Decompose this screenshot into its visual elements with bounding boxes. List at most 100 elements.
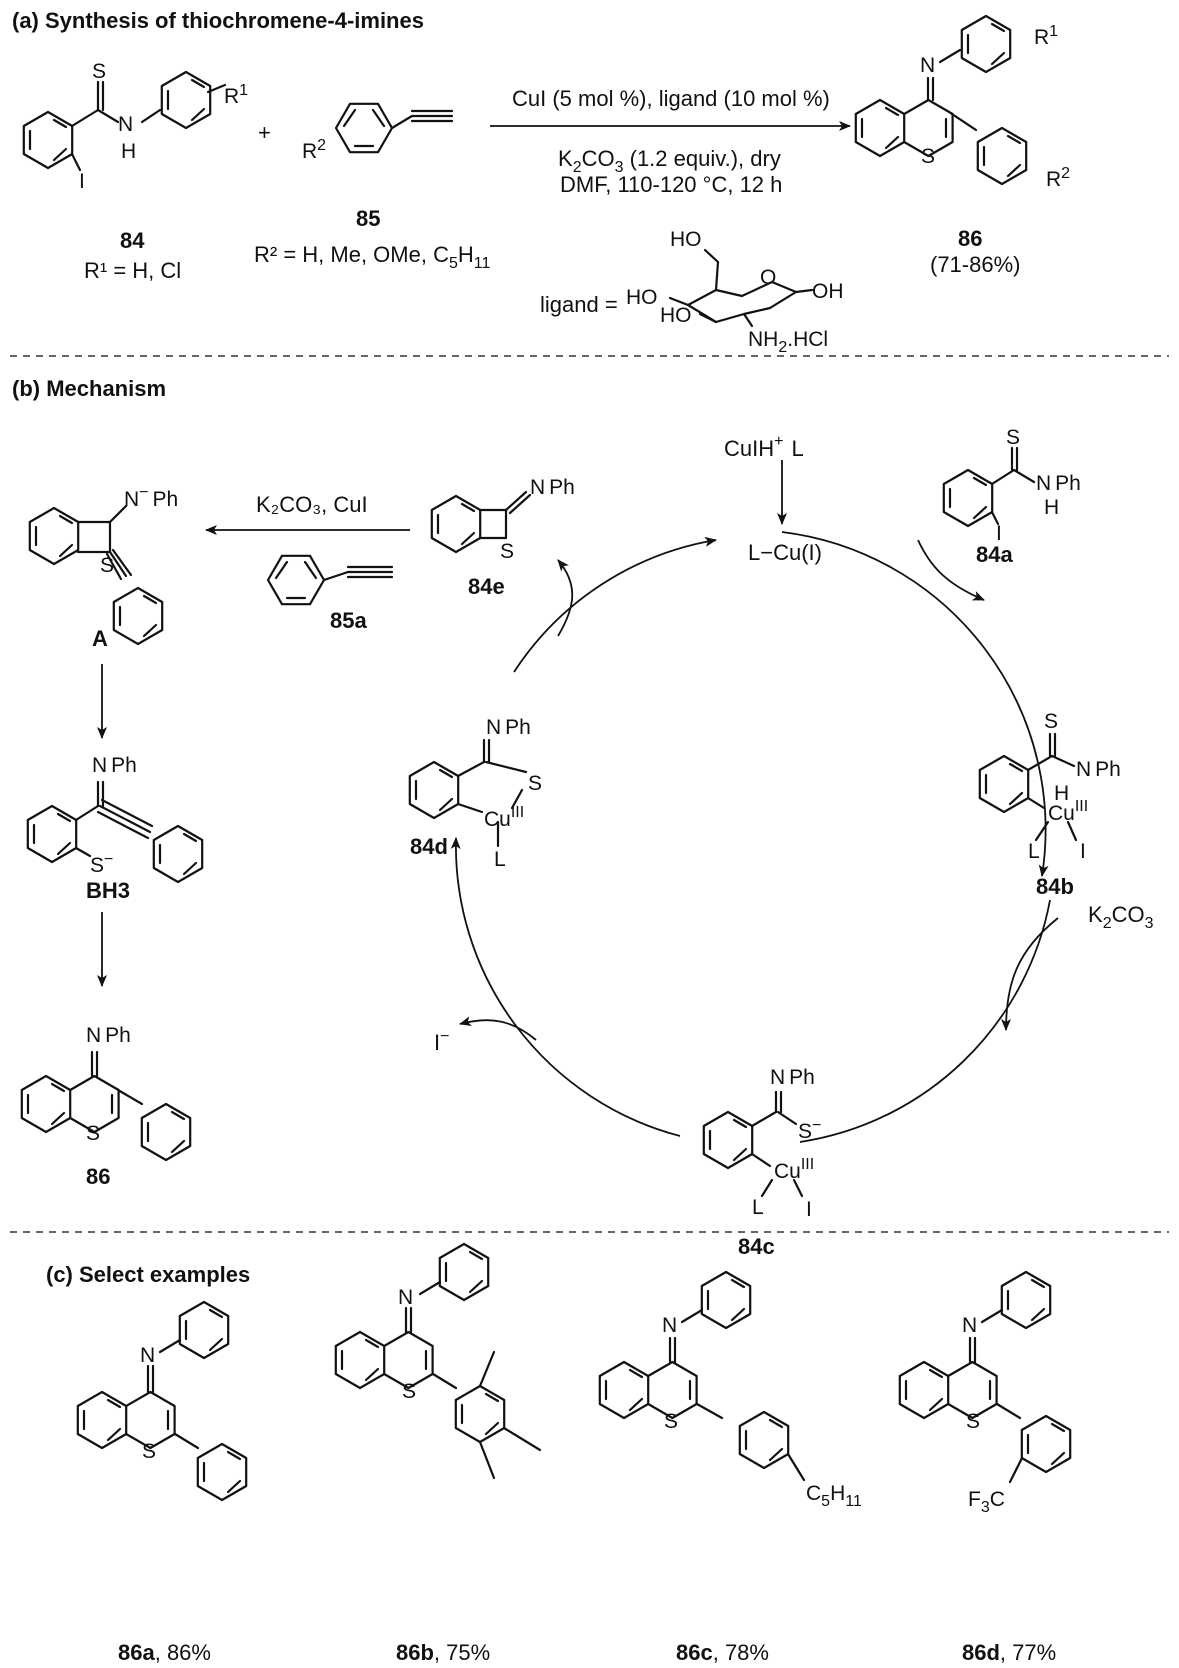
section-c-title: (c) Select examples — [46, 1262, 250, 1287]
84b-atom-s: S — [1044, 710, 1058, 733]
84b-atom-h: H — [1054, 782, 1069, 805]
86a-atom-n: N — [140, 1344, 155, 1367]
compound-A-structure — [28, 504, 164, 646]
84c-atom-cu: CuIII — [774, 1156, 814, 1183]
atom-i: I — [79, 170, 85, 193]
compound-84d-structure — [408, 738, 528, 848]
compound-85-structure — [334, 102, 454, 154]
compound-85a-structure — [266, 554, 394, 606]
example-86b-caption: 86b, 75% — [396, 1640, 490, 1665]
compound-84c-label: 84c — [738, 1234, 775, 1259]
reagent-line-1: CuI (5 mol %), ligand (10 mol %) — [512, 86, 830, 111]
compound-84b-label: 84b — [1036, 874, 1074, 899]
86c-atom-s: S — [664, 1410, 678, 1433]
compound-A-label: A — [92, 626, 108, 651]
compound-84a-label: 84a — [976, 542, 1013, 567]
compound-84b-structure — [978, 732, 1078, 842]
86c-c5h11: C5H11 — [806, 1482, 862, 1510]
ligand-ring-o: O — [760, 266, 776, 289]
compound-85a-label: 85a — [330, 608, 367, 633]
lcu-label: L−Cu(I) — [748, 540, 822, 565]
compound-84a-structure — [942, 446, 1036, 528]
compound-BH3-structure — [26, 780, 204, 884]
compound-84e-structure — [430, 490, 532, 554]
compound-84-label: 84 — [120, 228, 145, 253]
atom-h: H — [121, 140, 136, 163]
compound-86-label: 86 — [958, 226, 982, 251]
86c-atom-n: N — [662, 1314, 677, 1337]
k2co3-cui-label: K₂CO₃, CuI — [256, 492, 368, 517]
84a-atom-h: H — [1044, 496, 1059, 519]
ligand-oh: OH — [812, 280, 844, 303]
A-atom-n-ph: N−Ph — [124, 484, 178, 511]
ligand-ho-2: HO — [626, 286, 658, 309]
cycle-arc-bottom-right — [799, 899, 1051, 1143]
compound-85-substituents: R² = H, Me, OMe, C5H11 — [254, 242, 490, 272]
section-b-title: (b) Mechanism — [12, 376, 166, 401]
86d-atom-s: S — [966, 1410, 980, 1433]
section-a-title: (a) Synthesis of thiochromene-4-imines — [12, 8, 424, 33]
ligand-nh2-hcl: NH2.HCl — [748, 328, 828, 356]
atom-n: N — [118, 113, 133, 136]
84d-atom-s: S — [528, 772, 542, 795]
k2co3-label: K2CO3 — [1088, 902, 1154, 932]
example-86c-structure — [600, 1270, 806, 1482]
compound-84d-label: 84d — [410, 834, 448, 859]
cuih-label: CuIH+L — [724, 433, 804, 461]
86-atom-s: S — [86, 1122, 100, 1145]
compound-86-mech-label: 86 — [86, 1164, 110, 1189]
product-atom-r2: R2 — [1046, 165, 1070, 191]
example-86d-caption: 86d, 77% — [962, 1640, 1056, 1665]
ligand-ho-3: HO — [660, 304, 692, 327]
84a-atom-s: S — [1006, 426, 1020, 449]
86d-atom-n: N — [962, 1314, 977, 1337]
compound-84-structure — [22, 70, 227, 172]
cycle-arc-right — [781, 531, 1049, 877]
ligand-structure — [668, 248, 814, 328]
compound-BH3-label: BH3 — [86, 878, 130, 903]
compound-84-substituents: R¹ = H, Cl — [84, 258, 181, 283]
example-86c-caption: 86c, 78% — [676, 1640, 769, 1665]
plus-sign: + — [258, 120, 271, 145]
atom-r1: R1 — [224, 82, 248, 108]
atom-r2: R2 — [302, 137, 326, 163]
reagent-line-2: K2CO3 (1.2 equiv.), dry — [558, 146, 781, 176]
atom-s: S — [92, 60, 106, 83]
cycle-arc-top-left — [513, 536, 717, 673]
86a-atom-s: S — [142, 1440, 156, 1463]
84c-atom-i: I — [806, 1198, 812, 1221]
84e-exit-arrow — [557, 559, 574, 637]
product-atom-s: S — [921, 145, 935, 168]
86d-f3c: F3C — [968, 1488, 1005, 1516]
84b-atom-i: I — [1080, 840, 1086, 863]
84c-atom-l: L — [752, 1196, 764, 1219]
compound-86-yield: (71-86%) — [930, 252, 1020, 277]
86b-atom-s: S — [402, 1380, 416, 1403]
compound-86-mech-structure — [22, 1050, 192, 1162]
84d-atom-cu: CuIII — [484, 804, 524, 831]
BH3-atom-s: S− — [90, 851, 113, 877]
86b-atom-n: N — [398, 1286, 413, 1309]
ligand-ho-1: HO — [670, 228, 702, 251]
example-86b-structure — [336, 1242, 542, 1480]
example-86d-structure — [900, 1270, 1072, 1484]
84d-atom-l: L — [494, 848, 506, 871]
product-atom-r1: R1 — [1034, 23, 1058, 49]
compound-85-label: 85 — [356, 206, 380, 231]
compound-86-structure — [856, 14, 1028, 186]
84b-atom-cu: CuIII — [1048, 798, 1088, 825]
compound-84e-label: 84e — [468, 574, 505, 599]
example-86a-structure — [78, 1300, 248, 1502]
k2co3-entry-arrow — [1001, 917, 1059, 1031]
reagent-line-3: DMF, 110-120 °C, 12 h — [560, 172, 782, 197]
iodide-exit-arrow — [459, 1016, 537, 1041]
84a-entry-arrow — [917, 539, 985, 601]
compound-84c-structure — [702, 1090, 804, 1198]
